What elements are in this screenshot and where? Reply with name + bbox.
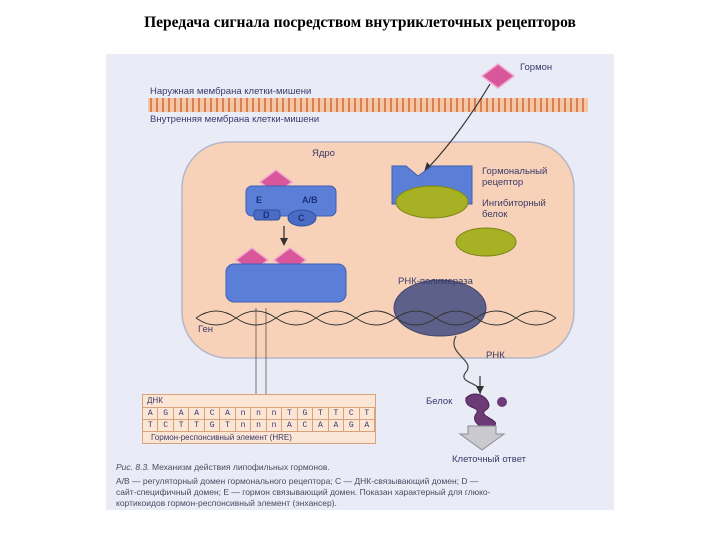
dna-base: T	[329, 408, 345, 419]
dna-base: n	[236, 420, 252, 431]
label-nucleus: Ядро	[312, 148, 335, 159]
signal-diagram: Гормон Наружная мембрана клетки-мишени В…	[106, 54, 614, 510]
dna-base: A	[189, 408, 205, 419]
label-rna-polymerase: РНК-полимераза	[398, 276, 473, 287]
label-protein: Белок	[426, 396, 453, 407]
dna-base: G	[344, 420, 360, 431]
page-title: Передача сигнала посредством внутриклето…	[144, 14, 576, 31]
dna-base: n	[251, 420, 267, 431]
tag-c-domain: C	[298, 213, 305, 223]
dna-base: T	[313, 408, 329, 419]
dna-base: A	[282, 420, 298, 431]
dna-base: G	[205, 420, 221, 431]
label-hormone-receptor-line1: Гормональный	[482, 166, 548, 177]
receptor-c-domain	[287, 209, 317, 227]
caption-fig-number: Рис. 8.3.	[116, 462, 150, 472]
label-hormone: Гормон	[520, 62, 553, 73]
dna-base: C	[158, 420, 174, 431]
label-inhibitor-line1: Ингибиторный	[482, 198, 546, 209]
dna-base: C	[205, 408, 221, 419]
receptor-d-domain	[253, 209, 281, 221]
diagram-graphics	[148, 63, 588, 451]
arrowhead-icon	[280, 238, 288, 246]
dna-base: A	[313, 420, 329, 431]
caption-line2: А/В — регуляторный домен гормонального р…	[116, 476, 479, 486]
cell-response-arrow	[458, 425, 506, 451]
dna-base: n	[267, 420, 283, 431]
tag-d-domain: D	[263, 210, 270, 220]
dna-base: T	[189, 420, 205, 431]
tag-e-domain: E	[256, 195, 263, 205]
arrowhead-icon	[476, 386, 484, 394]
label-cell-response: Клеточный ответ	[452, 454, 527, 465]
dna-base: A	[329, 420, 345, 431]
hormone-entry-arrow	[427, 83, 491, 169]
label-gene: Ген	[198, 324, 214, 335]
cell-membrane	[148, 98, 588, 112]
dna-base: T	[282, 408, 298, 419]
dna-base: A	[174, 408, 190, 419]
dna-base: A	[143, 408, 159, 419]
dna-base: T	[143, 420, 159, 431]
caption-line3: сайт-специфичный домен; Е — гормон связы…	[116, 487, 491, 497]
dna-base: T	[360, 408, 376, 419]
dna-base: A	[220, 408, 236, 419]
label-outer-membrane: Наружная мембрана клетки-мишени	[150, 86, 312, 97]
dna-base: G	[298, 408, 314, 419]
inhibitor-protein-free	[455, 227, 517, 257]
label-rna: РНК	[486, 350, 505, 361]
label-inhibitor-line2: белок	[482, 209, 508, 220]
dna-footer: Гормон-респонсивный элемент (HRE)	[151, 433, 292, 442]
dna-base: A	[360, 420, 376, 431]
label-hormone-receptor-line2: рецептор	[482, 177, 524, 188]
tag-ab-domain: А/В	[302, 195, 318, 205]
protein-knot	[497, 397, 507, 407]
caption-line1: Механизм действия липофильных гормонов.	[151, 462, 330, 472]
dna-base: T	[220, 420, 236, 431]
dna-base: C	[344, 408, 360, 419]
dna-base: T	[174, 420, 190, 431]
dna-header: ДНК	[143, 395, 375, 408]
dna-base: G	[158, 408, 174, 419]
hormone-icon	[480, 63, 516, 89]
receptor-dimer	[225, 263, 347, 303]
dna-base: n	[251, 408, 267, 419]
caption-line4: кортикоидов гормон-респонсивный элемент …	[116, 498, 337, 508]
dna-base: n	[267, 408, 283, 419]
label-inner-membrane: Внутренняя мембрана клетки-мишени	[150, 114, 320, 125]
protein-shape	[465, 393, 497, 429]
inhibitor-protein-bound	[395, 185, 469, 219]
dna-base: C	[298, 420, 314, 431]
rna-polymerase-shape	[393, 279, 487, 337]
figure-caption-title: Рис. 8.3. Механизм действия липофильных …	[116, 462, 330, 474]
dna-base: n	[236, 408, 252, 419]
